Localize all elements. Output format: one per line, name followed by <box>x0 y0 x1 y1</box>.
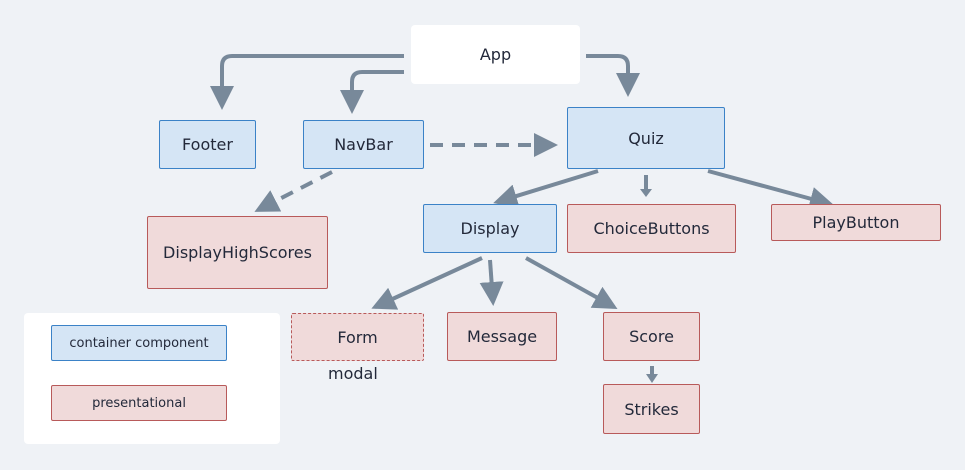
edge-navbar-displayhighscores <box>254 170 333 212</box>
node-message[interactable]: Message <box>447 312 557 361</box>
edge-app-footer <box>210 54 404 110</box>
edge-quiz-display <box>493 169 599 208</box>
edge-display-score <box>525 256 618 309</box>
legend-presentational-swatch: presentational <box>51 385 227 421</box>
legend-container-swatch: container component <box>51 325 227 361</box>
edge-display-form <box>371 256 483 310</box>
node-quiz[interactable]: Quiz <box>567 107 725 169</box>
legend: container component presentational <box>24 313 280 444</box>
node-navbar[interactable]: NavBar <box>303 120 424 169</box>
node-app[interactable]: App <box>411 25 580 84</box>
node-strikes[interactable]: Strikes <box>603 384 700 434</box>
edge-app-quiz <box>586 54 640 97</box>
node-displayhighscores[interactable]: DisplayHighScores <box>147 216 328 289</box>
node-form[interactable]: Form <box>291 313 424 361</box>
node-playbutton[interactable]: PlayButton <box>771 204 941 241</box>
node-footer[interactable]: Footer <box>159 120 256 169</box>
node-score[interactable]: Score <box>603 312 700 361</box>
edge-quiz-playbutton <box>707 169 834 211</box>
node-display[interactable]: Display <box>423 204 557 253</box>
arrowhead-strikes <box>646 374 658 383</box>
edge-app-navbar <box>340 70 404 114</box>
form-modal-label: modal <box>328 364 378 383</box>
arrowhead-choicebuttons <box>640 189 652 197</box>
edge-display-message <box>479 259 504 306</box>
node-choicebuttons[interactable]: ChoiceButtons <box>567 204 736 253</box>
